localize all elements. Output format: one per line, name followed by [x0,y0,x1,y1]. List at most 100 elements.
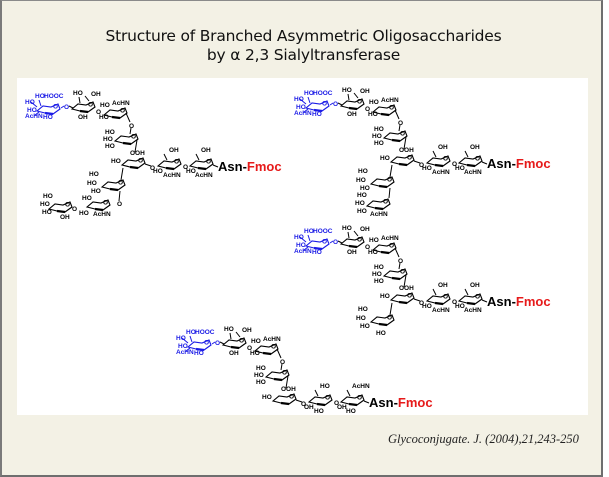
hydroxyl-label: OOH [130,150,145,157]
hydroxyl-label: HO [99,114,109,121]
hydroxyl-label: AcHN [352,383,370,390]
glycosidic-bond [34,111,40,116]
glycosidic-bond [235,331,241,338]
carboxyl-label: HOOC [313,90,333,97]
ring-front-edge [466,301,476,306]
ring-front-edge [434,163,444,168]
ring-front-edge [230,345,240,350]
ring-oxygen-label: O [174,159,179,166]
ring-oxygen-label: O [322,239,327,246]
glycosidic-bond [432,150,437,158]
ring-oxygen-label: O [131,134,136,141]
glycosidic-bond [398,124,401,132]
hydroxyl-label: HO [153,168,163,175]
ring-front-edge [391,138,401,143]
glycosidic-bond [185,347,191,352]
ring-oxygen-label: O [120,108,125,115]
glycosidic-bond [394,247,400,258]
hydroxyl-label: HO [40,201,50,208]
hydroxyl-label: HO [358,168,368,175]
glycosidic-bond [118,190,121,202]
ring-front-edge [195,347,205,352]
hydroxyl-label: HO [43,114,53,121]
hydroxyl-label: HO [374,126,384,133]
hydroxyl-label: HO [250,350,260,357]
glycosidic-bond [413,160,421,164]
glycosidic-bond [481,161,488,165]
hydroxyl-label: HO [374,264,384,271]
hydroxyl-label: HO [380,293,390,300]
hydroxyl-label: HO [368,111,378,118]
ring-oxygen-label: O [118,180,123,187]
ring-oxygen-label: O [387,315,392,322]
hydroxyl-label: HO [87,180,97,187]
ring-front-edge [111,115,121,120]
glycosidic-bond [219,341,225,345]
glycosidic-bond [78,96,81,104]
hydroxyl-label: HO [27,107,37,114]
ring-oxygen-label: O [443,156,448,163]
linkage-oxygen: O [247,345,252,352]
acetamido-label: HO [314,408,324,415]
hydroxyl-label: HO [360,185,370,192]
hydroxyl-label: OH [229,350,239,357]
asn-label: Asn [487,156,512,171]
asn-label: Asn [487,294,512,309]
fmoc-label: Fmoc [516,294,551,309]
hydroxyl-label: HO [294,96,304,103]
glycosidic-bond [68,105,74,109]
carboxyl-label: HOOC [195,329,215,336]
hydroxyl-label: HO [356,177,366,184]
ring-oxygen-label: O [88,102,93,109]
glycosidic-bond [413,298,421,302]
ring-front-edge [129,165,139,170]
hydroxyl-label: OH [60,214,70,221]
hydroxyl-label: HO [357,208,367,215]
ring-oxygen-label: O [204,340,209,347]
hydroxyl-label: HO [89,171,99,178]
linkage-oxygen: O [398,258,403,265]
linkage-oxygen: O [64,104,69,111]
linkage-oxygen: O [419,300,424,307]
acetamido-label: AcHN [370,211,388,218]
ring-front-edge [56,209,66,214]
acetamido-label: AcHN [93,211,111,218]
hydroxyl-label: HO [25,99,35,106]
ring-oxygen-label: O [53,104,58,111]
ring-front-edge [316,402,326,407]
glycosidic-bond [347,231,350,239]
hydroxyl-label: HO [296,242,306,249]
hydroxyl-label: HO [455,303,465,310]
hydroxyl-label: HO [374,140,384,147]
hydroxyl-label: HO [91,188,101,195]
ring-front-edge [398,300,408,305]
ring-oxygen-label: O [357,237,362,244]
ring-oxygen-label: O [206,159,211,166]
glycosidic-bond [125,112,131,123]
linkage-oxygen: O [280,359,285,366]
ring-oxygen-label: O [400,131,405,138]
glycosidic-bond [189,335,193,343]
glycosidic-bond [481,299,488,303]
linkage-oxygen: O [333,101,338,108]
asn-label: Asn [218,159,243,174]
glycosidic-bond [329,102,334,106]
hydroxyl-label: HO [342,87,352,94]
glycosidic-bond [314,389,319,397]
glycosidic-bond [38,99,42,107]
fmoc-label: Fmoc [247,159,282,174]
glycosidic-bond [403,136,407,150]
linkage-oxygen: O [129,123,134,130]
glycosidic-bond [303,108,309,113]
acetamido-label: AcHN [464,169,482,176]
glycosidic-bond [464,150,469,158]
ring-oxygen-label: O [239,338,244,345]
hydroxyl-label: HO [455,165,465,172]
ring-oxygen-label: O [443,294,448,301]
acetamido-label: AcHN [381,235,399,242]
